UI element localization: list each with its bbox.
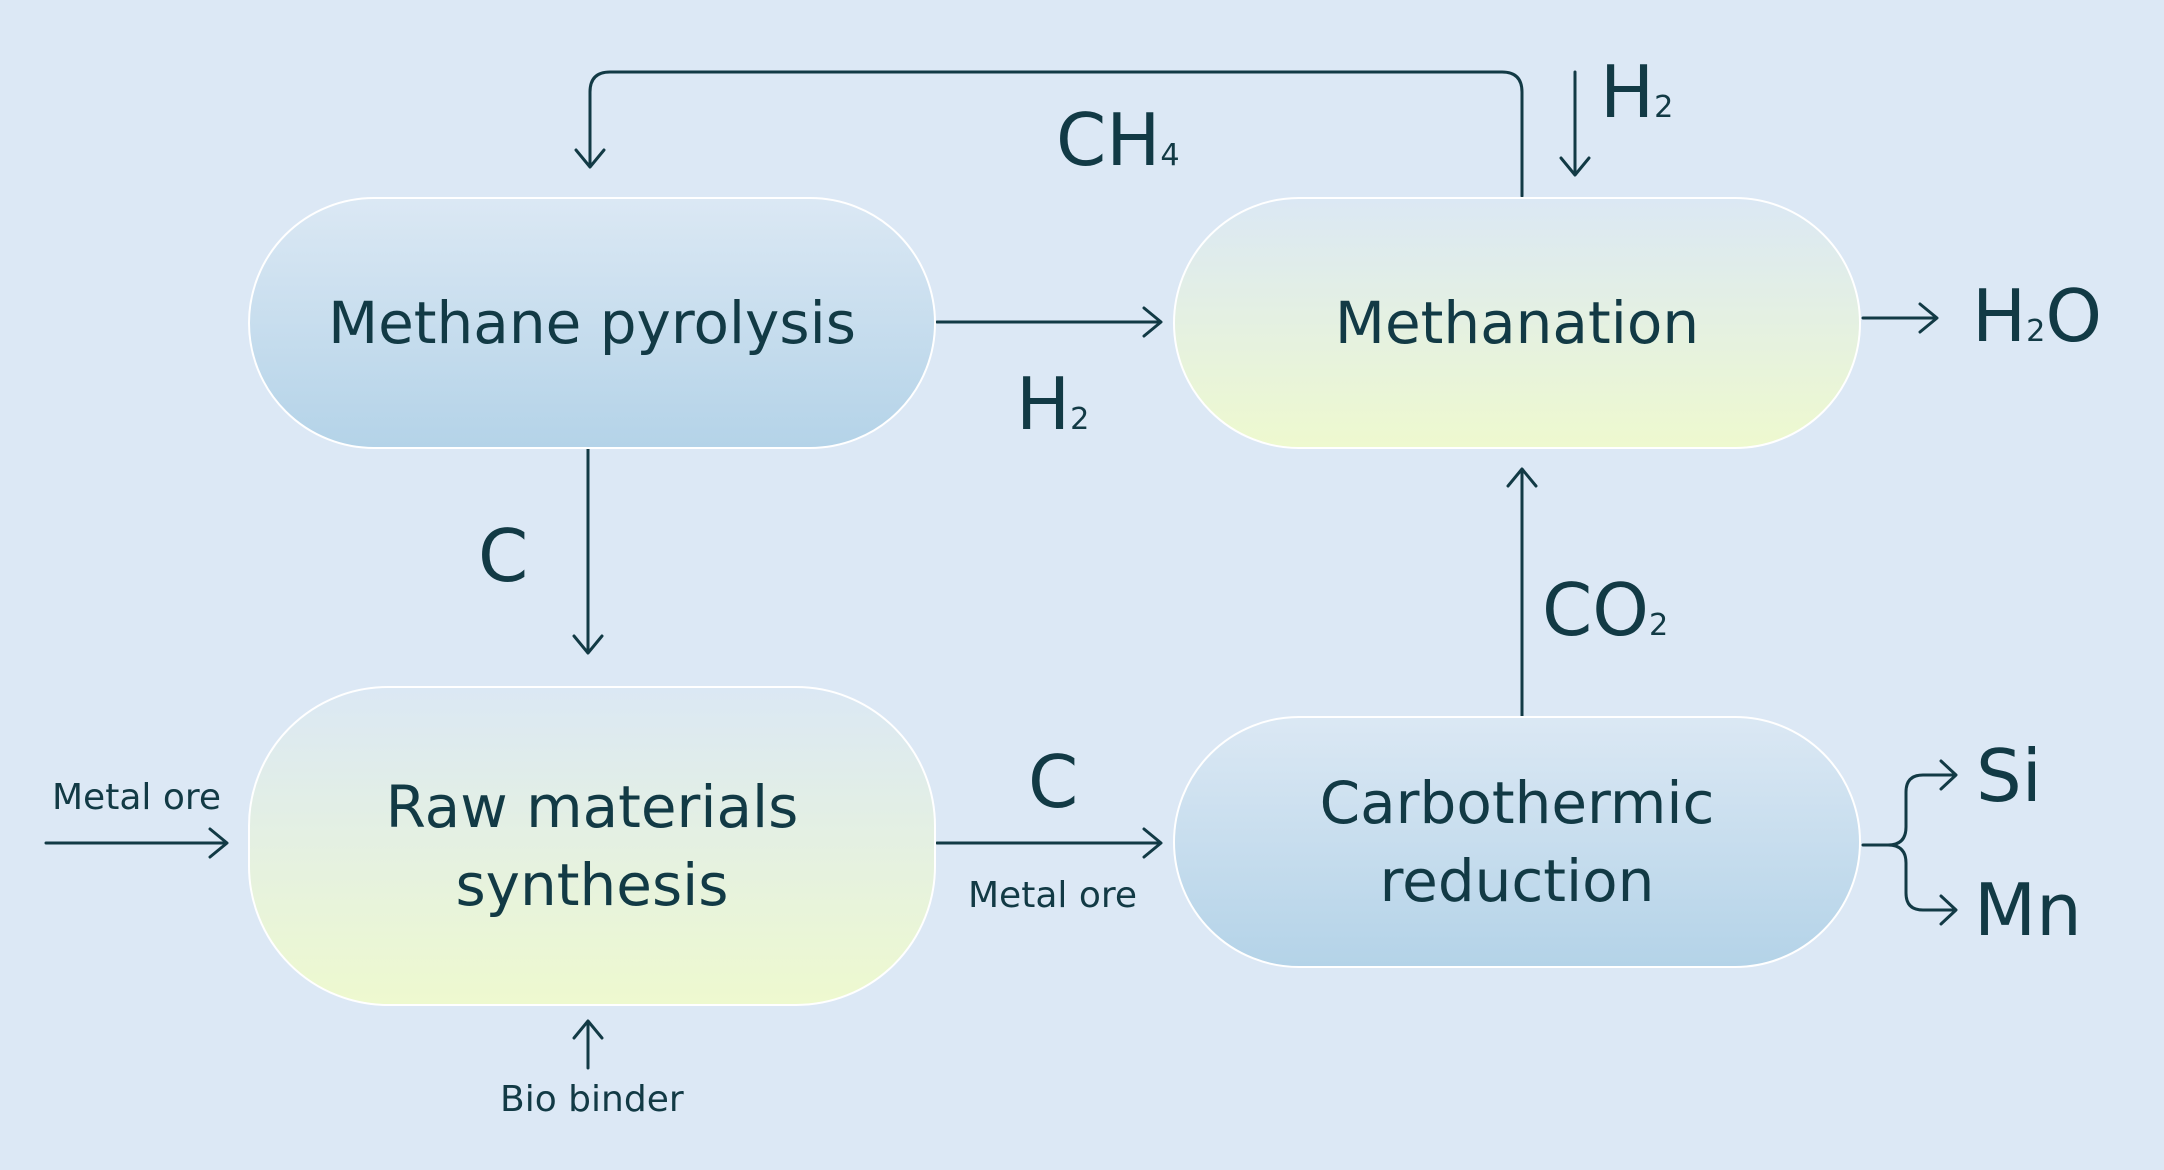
h2-input-label: H2 xyxy=(1600,50,1674,134)
methanation-label: Methanation xyxy=(1334,289,1700,357)
product-fork-lower xyxy=(1886,843,1957,912)
manganese-output-label: Mn xyxy=(1974,868,2082,952)
water-output-label: H2O xyxy=(1972,274,2103,358)
bio-binder-label: Bio binder xyxy=(500,1079,684,1120)
metal-ore-input-arrowhead xyxy=(208,827,229,859)
bio-binder-arrowhead xyxy=(572,1019,604,1040)
manganese-arrowhead xyxy=(1939,894,1958,926)
metal-ore-left-label: Metal ore xyxy=(52,777,222,818)
water-output-arrowhead xyxy=(1918,302,1939,334)
raw-materials-synthesis-node: Raw materials synthesis xyxy=(248,686,936,1006)
ch4-recycle-arrow xyxy=(588,70,1524,198)
co2-label: CO2 xyxy=(1542,568,1669,652)
ch4-label: CH4 xyxy=(1056,98,1180,182)
carbothermic-label-line1: Carbothermic xyxy=(1319,769,1715,837)
raw-materials-label-line2: synthesis xyxy=(455,851,729,919)
raw-materials-label-line1: Raw materials xyxy=(385,773,799,841)
silicon-arrowhead xyxy=(1939,759,1958,791)
metal-ore-right-label: Metal ore xyxy=(968,875,1138,916)
h2-input-arrowhead xyxy=(1559,156,1591,177)
carbon-right-label: C xyxy=(1028,740,1079,824)
product-fork-stem xyxy=(1861,773,1957,847)
carbothermic-reduction-node: Carbothermic reduction xyxy=(1173,716,1861,968)
co2-up-arrowhead xyxy=(1506,467,1538,488)
carbon-ore-arrowhead xyxy=(1142,827,1163,859)
h2-transfer-arrowhead xyxy=(1142,306,1163,338)
carbon-down-label: C xyxy=(478,514,529,598)
methane-pyrolysis-label: Methane pyrolysis xyxy=(328,289,856,357)
carbon-down-arrowhead xyxy=(572,634,604,655)
ch4-recycle-arrowhead xyxy=(574,148,606,169)
silicon-output-label: Si xyxy=(1976,734,2042,818)
h2-pyrolysis-label: H2 xyxy=(1016,362,1090,446)
methane-pyrolysis-node: Methane pyrolysis xyxy=(248,197,936,449)
carbothermic-label-line2: reduction xyxy=(1379,847,1655,915)
methanation-node: Methanation xyxy=(1173,197,1861,449)
